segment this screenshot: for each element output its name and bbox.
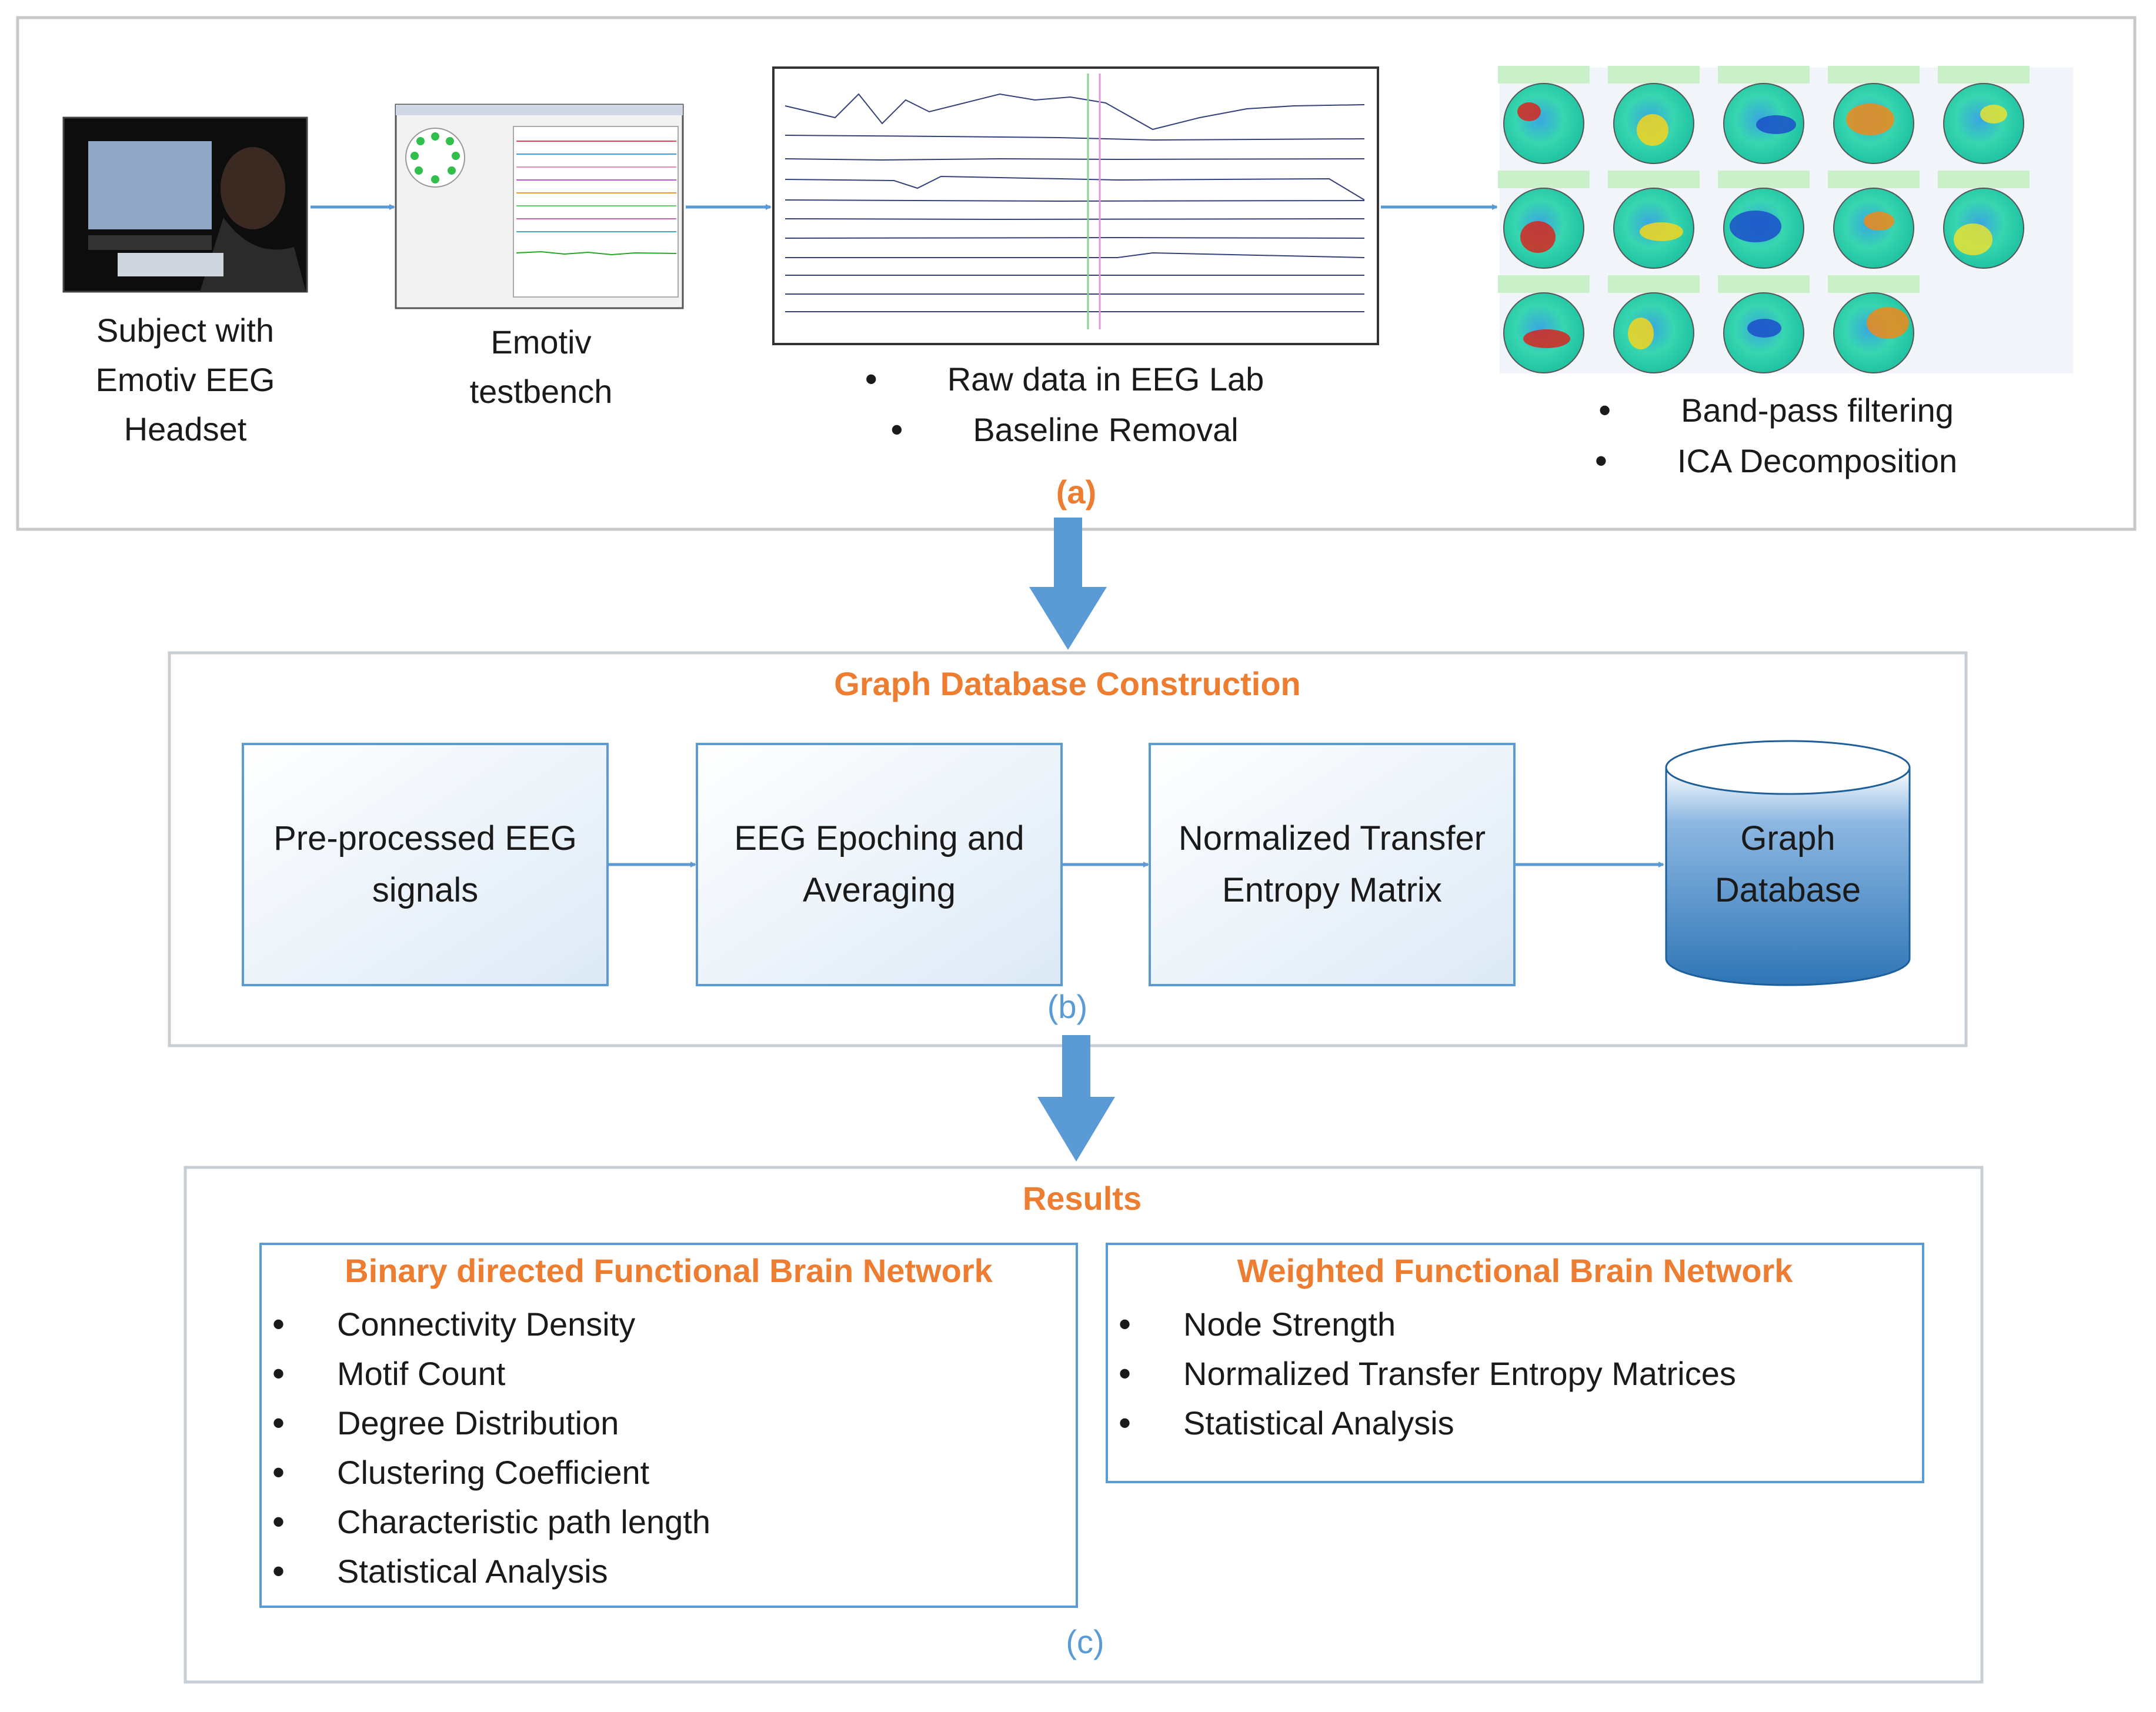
subject-caption: Subject with Emotiv EEG Headset xyxy=(95,312,275,448)
ica-bullet-1: Band-pass filtering xyxy=(1558,385,2076,436)
arrow-a-to-b xyxy=(1029,518,1107,650)
binary-item: Clustering Coefficient xyxy=(261,1448,1072,1497)
stage-b-label: (b) xyxy=(1047,988,1088,1025)
weighted-item: Normalized Transfer Entropy Matrices xyxy=(1107,1349,1918,1399)
box-transfer-entropy-matrix xyxy=(1149,743,1516,986)
raw-bullet-2: Baseline Removal xyxy=(812,405,1400,455)
box-matrix-text: Normalized Transfer Entropy Matrix xyxy=(1178,819,1486,909)
box-epoching-text: EEG Epoching and Averaging xyxy=(734,819,1024,909)
stage-b-title: Graph Database Construction xyxy=(834,665,1301,702)
ica-topomaps xyxy=(1498,66,2073,373)
stage-c-label: (c) xyxy=(1066,1623,1104,1660)
raw-data-bullets: Raw data in EEG Lab Baseline Removal xyxy=(812,354,1400,455)
weighted-network-title: Weighted Functional Brain Network xyxy=(1237,1252,1793,1289)
box-preprocessed-text: Pre-processed EEG signals xyxy=(273,819,577,909)
binary-item: Connectivity Density xyxy=(261,1300,1072,1349)
raw-eeg-plot xyxy=(772,66,1379,345)
weighted-item: Node Strength xyxy=(1107,1300,1918,1349)
stage-a-label: (a) xyxy=(1056,473,1097,510)
binary-network-list: Connectivity Density Motif Count Degree … xyxy=(261,1300,1072,1596)
topomap-head xyxy=(1503,83,1584,164)
box-preprocessed-signals xyxy=(242,743,609,986)
subject-photo xyxy=(62,116,308,293)
raw-bullet-1: Raw data in EEG Lab xyxy=(812,354,1400,405)
arrow-b-to-c xyxy=(1037,1035,1115,1162)
binary-item: Statistical Analysis xyxy=(261,1547,1072,1596)
binary-item: Degree Distribution xyxy=(261,1399,1072,1448)
testbench-caption: Emotiv testbench xyxy=(469,323,613,410)
binary-item: Motif Count xyxy=(261,1349,1072,1399)
topomap-head xyxy=(1613,292,1694,373)
testbench-screenshot xyxy=(395,104,684,309)
database-text: Graph Database xyxy=(1714,819,1861,909)
ica-bullets: Band-pass filtering ICA Decomposition xyxy=(1558,385,2076,486)
topomap-head xyxy=(1943,83,2024,164)
weighted-network-list: Node Strength Normalized Transfer Entrop… xyxy=(1107,1300,1918,1448)
binary-item: Characteristic path length xyxy=(261,1497,1072,1547)
ica-bullet-2: ICA Decomposition xyxy=(1558,436,2076,486)
weighted-item: Statistical Analysis xyxy=(1107,1399,1918,1448)
stage-c-title: Results xyxy=(1022,1180,1142,1217)
binary-network-title: Binary directed Functional Brain Network xyxy=(345,1252,993,1289)
box-epoching-averaging xyxy=(696,743,1063,986)
graph-database-cylinder xyxy=(1665,740,1911,986)
